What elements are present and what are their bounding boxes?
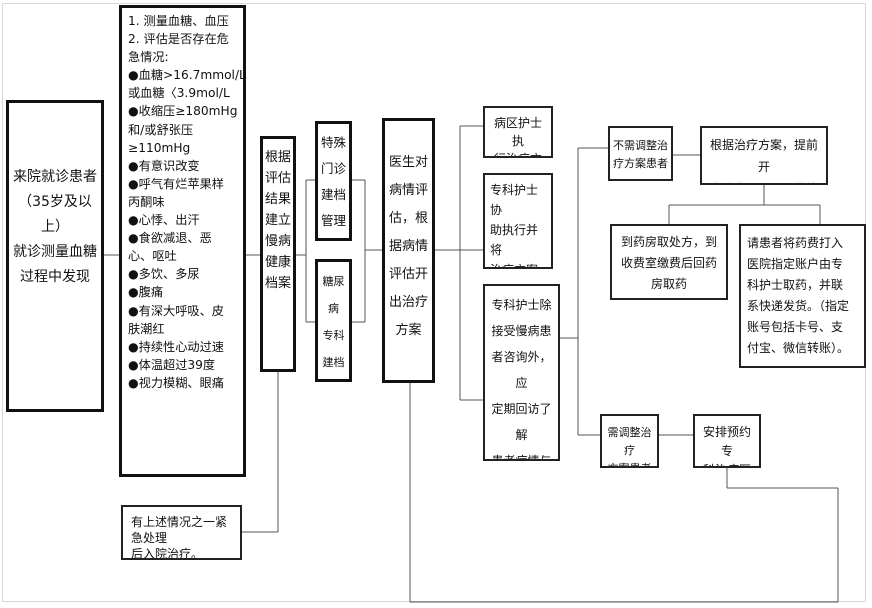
- assessment-line: ●腹痛: [128, 285, 164, 300]
- assessment-line: ●血糖>16.7mmol/L: [128, 68, 246, 83]
- chronic-health-file-box: 根据 评估 结果 建立 慢病 健康 档案: [260, 136, 296, 372]
- prescription-box: 根据治疗方案，提前开 出治疗方案与用药处方: [700, 126, 828, 185]
- assessment-line: ≥110mHg: [128, 140, 191, 155]
- assessment-line: 急情况:: [128, 50, 169, 65]
- assessment-criteria-box: 1. 测量血糖、血压 2. 评估是否存在危急情况: ●血糖>16.7mmol/L 或血…: [119, 5, 246, 477]
- need-adjust-patient-box: 需调整治疗 方案患者: [600, 414, 659, 468]
- special-clinic-box: 特殊 门诊 建档 管理: [315, 121, 352, 241]
- assessment-line: ●有意识改变: [128, 158, 200, 173]
- assessment-line: ●持续性心动过速: [128, 339, 224, 354]
- assessment-line: 心、呕吐: [128, 249, 177, 264]
- assessment-line: 或血糖〈3.9mol/L: [128, 86, 230, 101]
- emergency-treatment-box: 有上述情况之一紧急处理 后入院治疗。: [121, 505, 242, 560]
- assessment-line: 2. 评估是否存在危: [128, 32, 229, 47]
- intake-patient-box: 来院就诊患者 （35岁及以上） 就诊测量血糖 过程中发现: [6, 100, 104, 412]
- no-adjust-patient-box: 不需调整治 疗方案患者: [608, 126, 673, 181]
- remote-payment-box: 请患者将药费打入 医院指定账户由专 科护士取药，并联 系快递发货。（指定 账号包…: [739, 224, 866, 368]
- assessment-line: 和/或舒张压: [128, 122, 194, 137]
- pharmacy-pickup-box: 到药房取处方，到 收费室缴费后回药 房取药: [610, 224, 728, 300]
- assessment-line: ●视力模糊、眼痛: [128, 375, 224, 390]
- assessment-line: ●收缩压≥180mHg: [128, 104, 238, 119]
- diabetes-clinic-box: 糖尿病 专科 建档 管理: [315, 259, 352, 382]
- ward-nurse-box: 病区护士执 行治疗方案: [483, 106, 553, 158]
- assessment-line: ●多饮、多尿: [128, 267, 200, 282]
- assessment-line: 1. 测量血糖、血压: [128, 14, 229, 28]
- assessment-line: 肤潮红: [128, 321, 165, 336]
- assessment-line: ●食欲减退、恶: [128, 231, 212, 246]
- doctor-treatment-plan-box: 医生对 病情评 估，根 据病情 评估开 出治疗 方案: [382, 118, 435, 383]
- specialist-nurse-box: 专科护士协 助执行并将 治疗方案记 录在案: [483, 173, 553, 269]
- assessment-line: ●呼气有烂苹果样: [128, 176, 224, 191]
- assessment-line: ●体温超过39度: [128, 357, 216, 372]
- assessment-line: ●心悸、出汗: [128, 213, 200, 228]
- arrange-doctor-box: 安排预约专 科治疗医生: [693, 414, 761, 468]
- assessment-line: ●有深大呼吸、皮: [128, 303, 224, 318]
- followup-nurse-box: 专科护士除 接受慢病患 者咨询外，应 定期回访了解 患者病情与治 疗情况: [483, 284, 560, 461]
- assessment-line: 丙酮味: [128, 194, 165, 209]
